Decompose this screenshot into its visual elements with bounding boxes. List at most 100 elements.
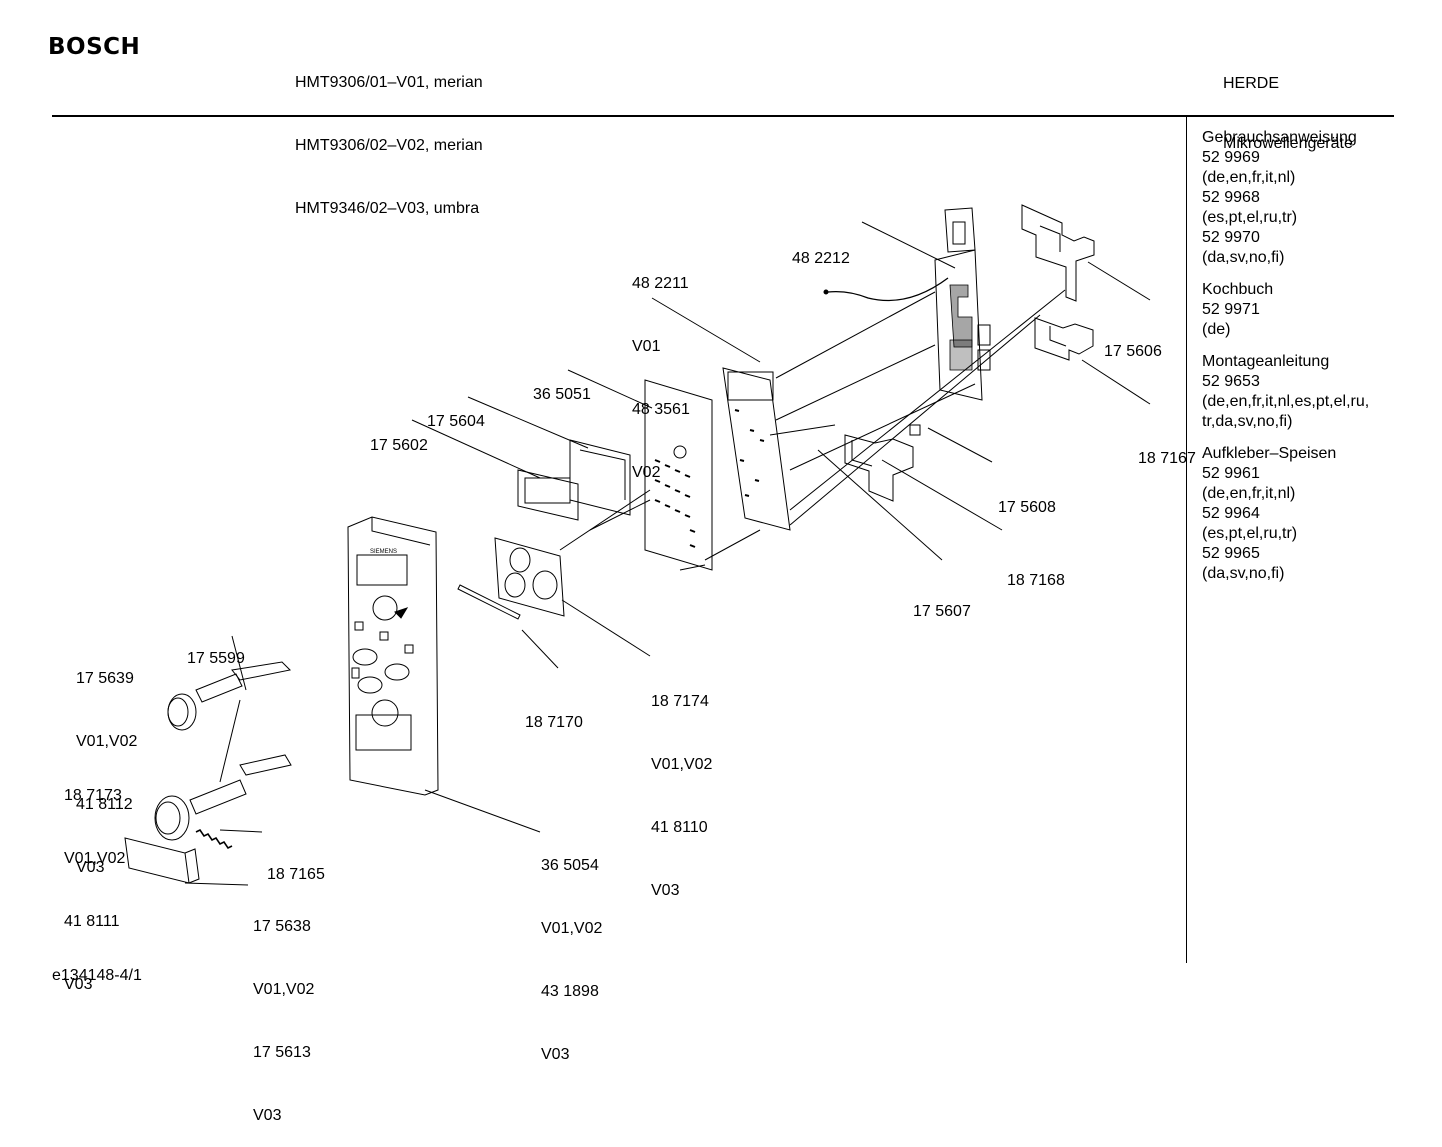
callout-187167: 18 7167: [1138, 406, 1196, 490]
doc-line: (es,pt,el,ru,tr): [1202, 525, 1298, 542]
product-category: HERDE Mikrowellengeräte: [1223, 34, 1353, 174]
callout-line: 48 3561: [632, 401, 690, 418]
callout-line: 17 5639: [76, 670, 134, 687]
callout-line: 17 5608: [998, 499, 1056, 516]
leader-lines: [184, 221, 1151, 886]
doc-line: 52 9961: [1202, 465, 1260, 482]
callout-line: 18 7174: [651, 693, 709, 710]
display-board: [722, 367, 791, 531]
callout-line: V03: [253, 1107, 282, 1124]
doc-group-manual: Gebrauchsanweisung 52 9969 (de,en,fr,it,…: [1202, 128, 1369, 268]
front-panel: [347, 516, 439, 796]
model-line: HMT9306/01–V01, merian: [295, 74, 483, 91]
knob-assembly: [124, 661, 292, 884]
doc-line: 52 9969: [1202, 149, 1260, 166]
callout-line: V03: [76, 859, 105, 876]
model-list: HMT9306/01–V01, merian HMT9306/02–V02, m…: [295, 30, 483, 240]
doc-group-title: Gebrauchsanweisung: [1202, 129, 1357, 146]
callout-line: 48 2211: [632, 275, 689, 292]
callout-line: 17 5602: [370, 437, 428, 454]
callout-175638: 17 5638 V01,V02 17 5613 V03: [253, 874, 314, 1147]
callout-line: V01,V02: [253, 981, 315, 998]
callout-line: V03: [64, 976, 93, 993]
callout-line: 17 5599: [187, 650, 245, 667]
callout-line: 17 5613: [253, 1044, 311, 1061]
callout-187165: 18 7165: [267, 822, 325, 906]
callout-175606: 17 5606: [1104, 299, 1162, 383]
doc-group-installation: Montageanleitung 52 9653 (de,en,fr,it,nl…: [1202, 352, 1369, 432]
brand-logo: BOSCH: [48, 34, 141, 60]
doc-line: 52 9964: [1202, 505, 1260, 522]
callout-line: 17 5606: [1104, 343, 1162, 360]
callout-line: V02: [632, 464, 661, 481]
doc-line: (de,en,fr,it,nl): [1202, 169, 1296, 186]
category-line: HERDE: [1223, 75, 1280, 92]
callout-line: V01,V02: [64, 850, 126, 867]
doc-group-title: Aufkleber–Speisen: [1202, 445, 1337, 462]
header-divider: [52, 115, 1394, 117]
doc-line: (es,pt,el,ru,tr): [1202, 209, 1298, 226]
bracket-part-187167: [1034, 317, 1094, 361]
doc-line: (de,en,fr,it,nl,es,pt,el,ru,: [1202, 393, 1370, 410]
doc-group-stickers: Aufkleber–Speisen 52 9961 (de,en,fr,it,n…: [1202, 444, 1369, 584]
doc-line: 52 9653: [1202, 373, 1260, 390]
callout-175604: 17 5604: [427, 369, 485, 453]
callout-175602: 17 5602: [370, 393, 428, 477]
doc-line: 52 9971: [1202, 301, 1260, 318]
callout-line: 17 5638: [253, 918, 311, 935]
category-line: Mikrowellengeräte: [1223, 135, 1353, 152]
doc-group-cookbook: Kochbuch 52 9971 (de): [1202, 280, 1369, 340]
doc-group-title: Kochbuch: [1202, 281, 1274, 298]
callout-175599: 17 5599: [187, 606, 245, 690]
model-line: HMT9346/02–V03, umbra: [295, 200, 480, 217]
control-module: [494, 537, 565, 617]
callout-365054: 36 5054 V01,V02 43 1898 V03: [541, 813, 602, 1086]
callout-187168: 18 7168: [1007, 528, 1065, 612]
callout-175639: 17 5639 V01,V02 41 8112 V03: [76, 626, 137, 899]
model-line: HMT9306/02–V02, merian: [295, 137, 483, 154]
doc-line: 52 9970: [1202, 229, 1260, 246]
pcb-board: [823, 207, 991, 401]
doc-line: tr,da,sv,no,fi): [1202, 413, 1293, 430]
doc-line: (da,sv,no,fi): [1202, 565, 1285, 582]
callout-line: 17 5607: [913, 603, 971, 620]
bracket-part-187168: [844, 424, 921, 502]
callout-line: 36 5054: [541, 857, 599, 874]
doc-group-title: Montageanleitung: [1202, 353, 1330, 370]
callout-482212: 48 2212: [792, 206, 850, 290]
doc-line: (da,sv,no,fi): [1202, 249, 1285, 266]
assembly-lines: [559, 289, 1066, 571]
callout-line: V01: [632, 338, 661, 355]
callout-187170: 18 7170: [525, 670, 583, 754]
doc-line: 52 9965: [1202, 545, 1260, 562]
callout-line: V01,V02: [541, 920, 603, 937]
callout-line: V01,V02: [651, 756, 713, 773]
callout-line: 18 7168: [1007, 572, 1065, 589]
callout-187173: 18 7173 V01,V02 41 8111 V03: [64, 743, 125, 1016]
callout-line: V03: [541, 1046, 570, 1063]
callout-482211: 48 2211 V01 48 3561 V02: [632, 231, 690, 504]
sidebar-divider: [1186, 117, 1187, 963]
keyboard-membrane: [644, 379, 713, 571]
callout-365051: 36 5051: [533, 342, 591, 426]
callout-line: 17 5604: [427, 413, 485, 430]
callout-line: 43 1898: [541, 983, 599, 1000]
doc-line: (de,en,fr,it,nl): [1202, 485, 1296, 502]
callout-line: 48 2212: [792, 250, 850, 267]
callout-175607: 17 5607: [913, 559, 971, 643]
callout-175608: 17 5608: [998, 455, 1056, 539]
callout-line: 18 7173: [64, 787, 122, 804]
connector-part-175606: [1021, 204, 1095, 302]
drawing-id: e134148-4/1: [52, 967, 142, 984]
strip-part-187170: [457, 584, 521, 620]
panel-brand-label: SIEMENS: [370, 549, 397, 555]
display-bezel: [517, 439, 631, 521]
doc-line: (de): [1202, 321, 1231, 338]
callout-line: V03: [651, 882, 680, 899]
doc-line: 52 9968: [1202, 189, 1260, 206]
document-sidebar: Gebrauchsanweisung 52 9969 (de,en,fr,it,…: [1202, 128, 1369, 596]
callout-line: 18 7170: [525, 714, 583, 731]
callout-line: 18 7167: [1138, 450, 1196, 467]
exploded-view-drawing: SIEMENS: [124, 204, 1151, 886]
callout-line: 18 7165: [267, 866, 325, 883]
